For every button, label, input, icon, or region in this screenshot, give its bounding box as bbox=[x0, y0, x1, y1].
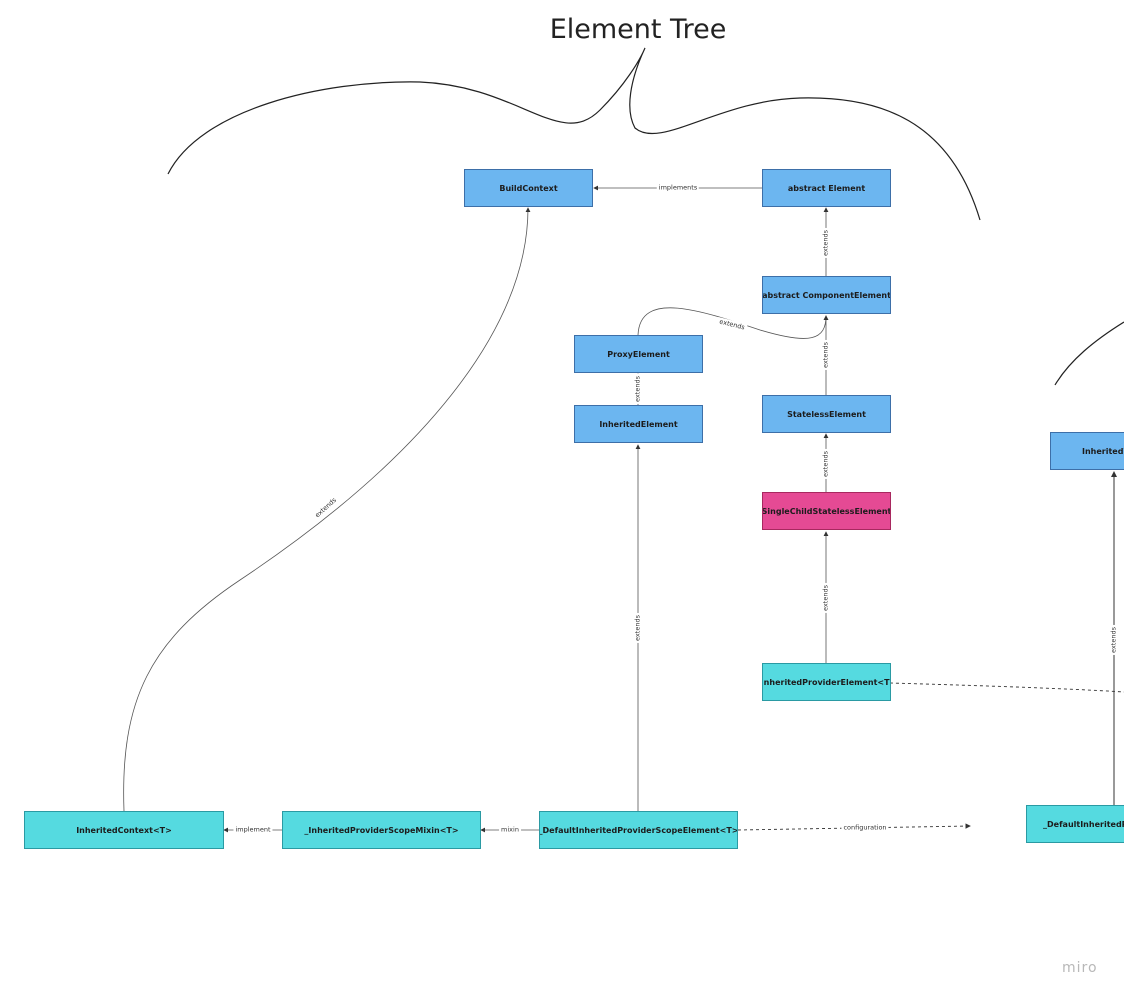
node-label: InheritedW bbox=[1082, 446, 1124, 456]
node-inherited-element[interactable]: InheritedElement bbox=[574, 405, 703, 443]
node-label: SingleChildStatelessElement bbox=[762, 506, 891, 516]
node-default-inherited-provider-partial[interactable]: _DefaultInheritedPr bbox=[1026, 805, 1124, 843]
node-abstract-component-element[interactable]: abstract ComponentElement bbox=[762, 276, 891, 314]
node-inherited-provider-scope-mixin[interactable]: _InheritedProviderScopeMixin<T> bbox=[282, 811, 481, 849]
label-configuration: configuration bbox=[841, 823, 889, 833]
title-bracket bbox=[167, 47, 981, 221]
label-extends-defaultscope: extends bbox=[633, 613, 643, 643]
node-label: _DefaultInheritedPr bbox=[1043, 819, 1124, 829]
node-default-inherited-provider-scope-element[interactable]: _DefaultInheritedProviderScopeElement<T> bbox=[539, 811, 738, 849]
label-mixin: mixin bbox=[499, 825, 521, 835]
node-proxy-element[interactable]: ProxyElement bbox=[574, 335, 703, 373]
node-label: InheritedElement bbox=[599, 419, 678, 429]
node-label: _InheritedProviderScopeMixin<T> bbox=[304, 825, 459, 835]
node-abstract-element[interactable]: abstract Element bbox=[762, 169, 891, 207]
label-extends-stateless: extends bbox=[821, 340, 831, 370]
node-label: abstract ComponentElement bbox=[762, 290, 891, 300]
node-label: ProxyElement bbox=[607, 349, 670, 359]
node-stateless-element[interactable]: StatelessElement bbox=[762, 395, 891, 433]
label-extends-provider: extends bbox=[821, 583, 831, 613]
miro-watermark: miro bbox=[1062, 960, 1098, 976]
node-inherited-widget-partial[interactable]: InheritedW bbox=[1050, 432, 1124, 470]
node-inherited-context[interactable]: InheritedContext<T> bbox=[24, 811, 224, 849]
node-inherited-provider-element[interactable]: _InheritedProviderElement<T> bbox=[762, 663, 891, 701]
node-label: _DefaultInheritedProviderScopeElement<T> bbox=[539, 825, 738, 835]
edge-context-to-buildcontext bbox=[123, 207, 531, 812]
right-bracket bbox=[1054, 321, 1124, 386]
edge-provider-dashed bbox=[889, 682, 1124, 693]
node-label: _InheritedProviderElement<T> bbox=[762, 677, 891, 687]
label-implement: implement bbox=[233, 825, 273, 835]
node-build-context[interactable]: BuildContext bbox=[464, 169, 593, 207]
node-label: InheritedContext<T> bbox=[76, 825, 172, 835]
label-extends-component: extends bbox=[821, 228, 831, 258]
label-extends-singlechild: extends bbox=[821, 449, 831, 479]
node-label: abstract Element bbox=[787, 183, 866, 193]
node-label: StatelessElement bbox=[787, 409, 866, 419]
node-label: BuildContext bbox=[499, 183, 558, 193]
label-extends-right: extends bbox=[1109, 625, 1119, 655]
label-implements: implements bbox=[656, 183, 700, 193]
label-extends-inherited: extends bbox=[633, 374, 643, 404]
diagram-title: Element Tree bbox=[549, 14, 727, 45]
node-single-child-stateless-element[interactable]: SingleChildStatelessElement bbox=[762, 492, 891, 530]
